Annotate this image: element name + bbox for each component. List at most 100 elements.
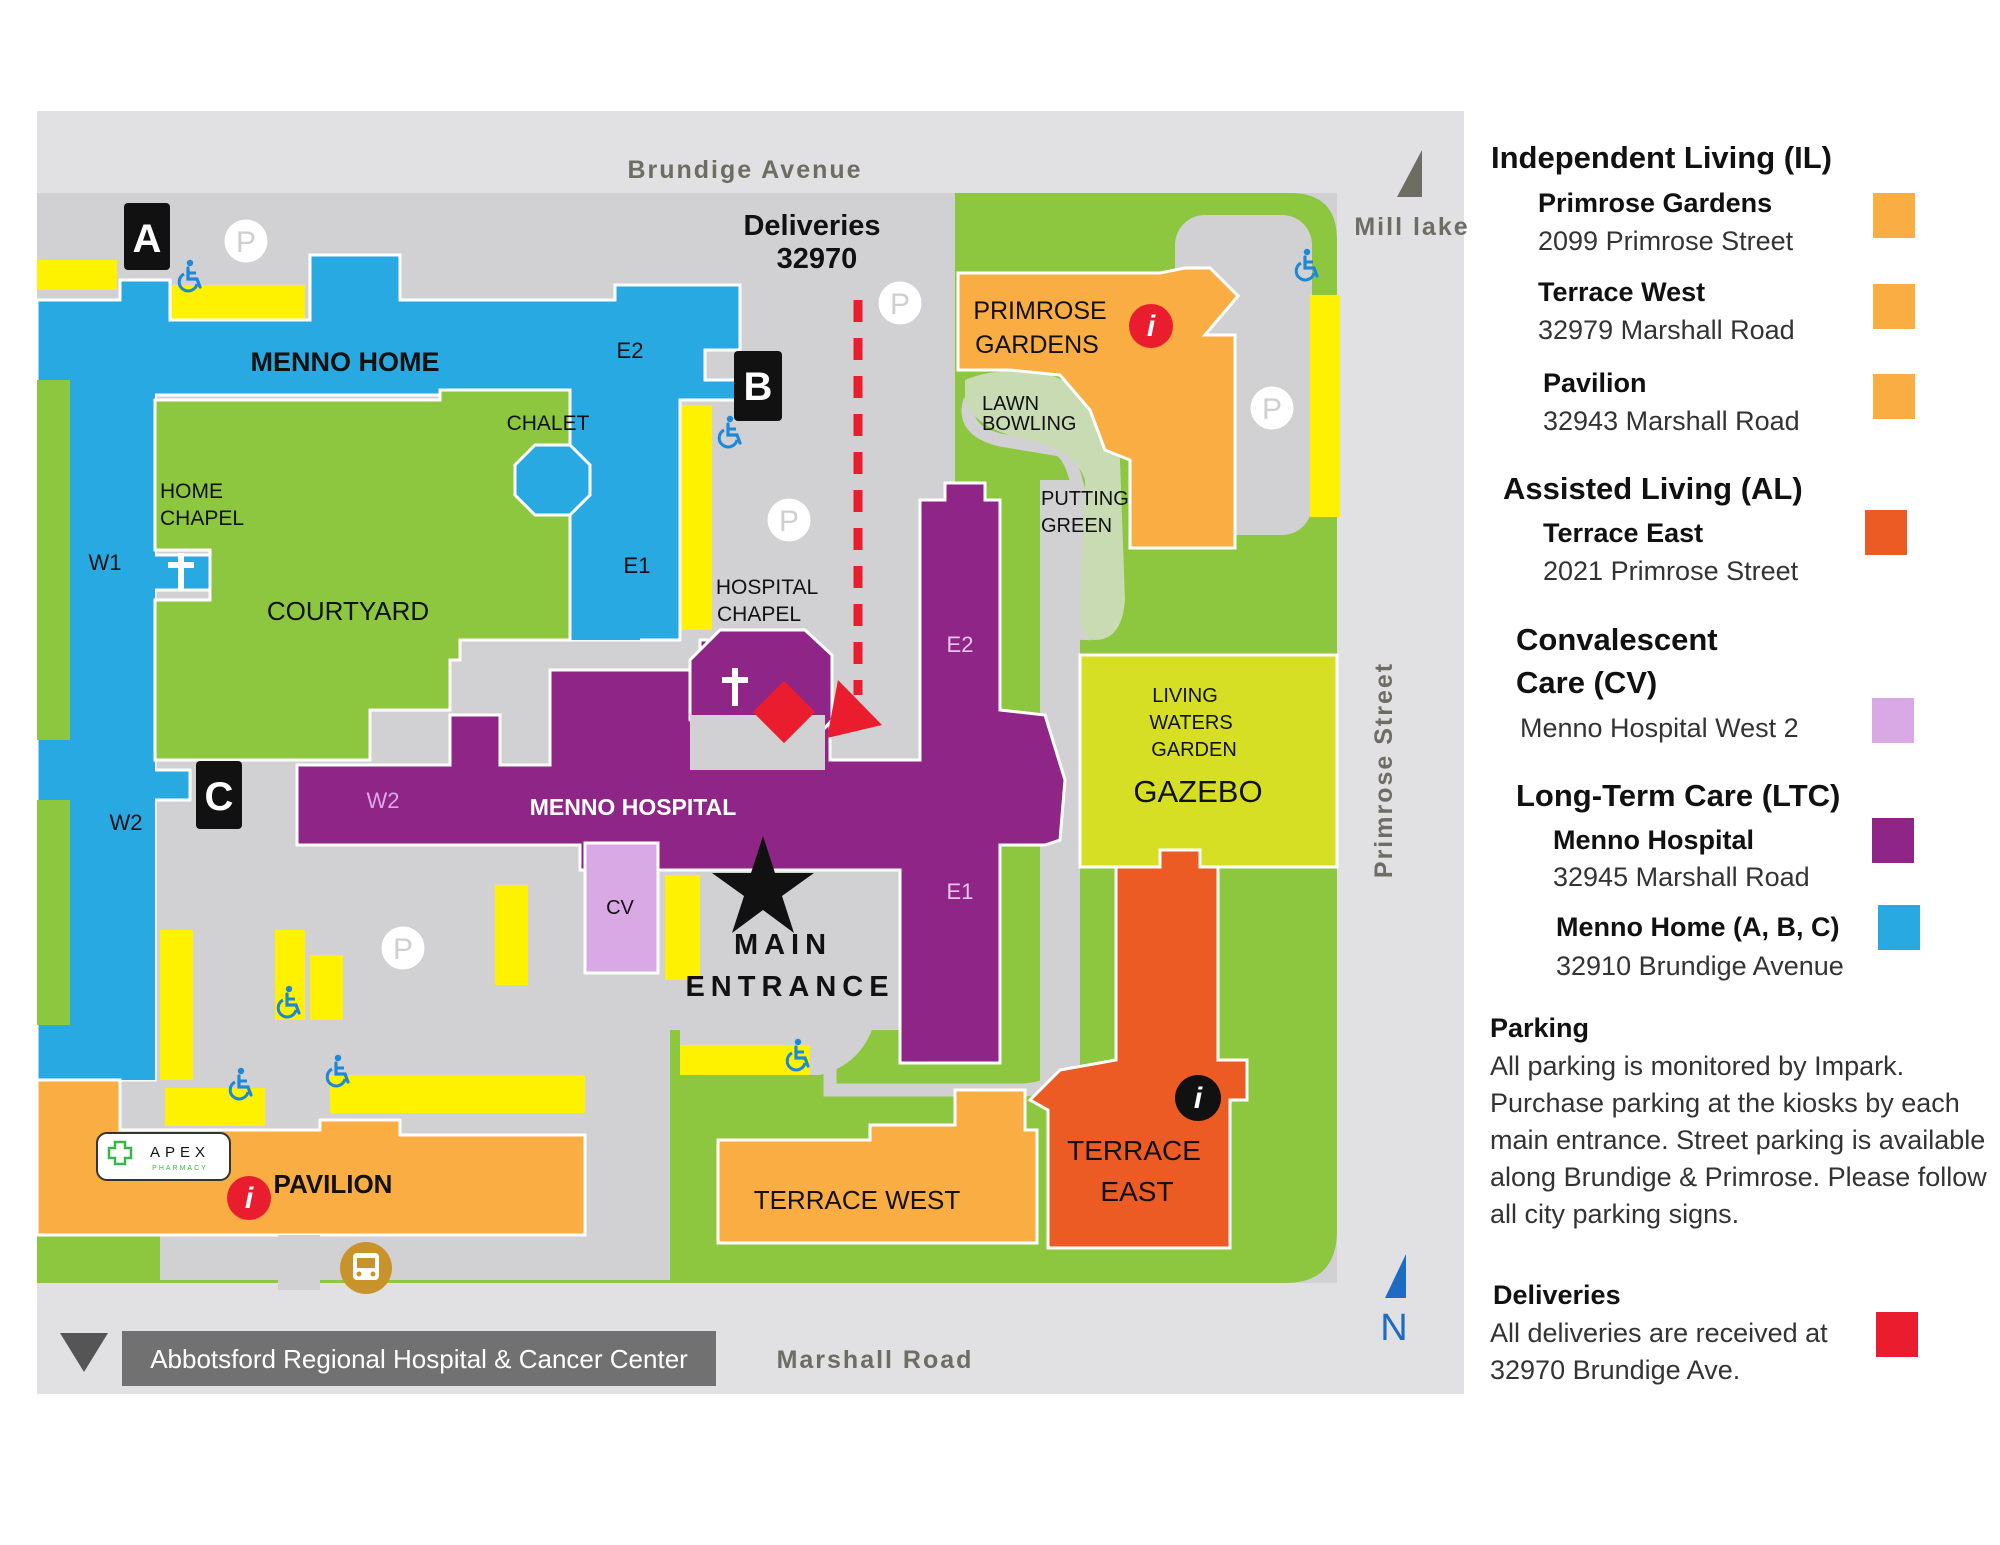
- terrace-west-building: [716, 1088, 1039, 1245]
- legend-ltc-name: Menno Hospital: [1553, 825, 1754, 855]
- legend-deliveries-title: Deliveries: [1493, 1280, 1621, 1310]
- terrace-east-building: [1027, 848, 1249, 1250]
- svg-text:B: B: [744, 365, 773, 409]
- legend-swatch-deliveries: [1876, 1312, 1918, 1357]
- legend-swatch-cv: [1872, 698, 1914, 743]
- legend-il-name: Primrose Gardens: [1538, 188, 1773, 218]
- legend-il-address: 32943 Marshall Road: [1543, 406, 1800, 436]
- entrance-c-marker[interactable]: C: [196, 761, 242, 829]
- label-primrose-2: GARDENS: [975, 331, 1099, 359]
- home-chapel-cross-icon: [168, 553, 194, 589]
- legend-parking-text: All parking is monitored by Impark. Purc…: [1490, 1051, 1987, 1229]
- label-w2-home: W2: [110, 810, 143, 835]
- menno-hospital-building: [295, 481, 1067, 1065]
- label-lawn-1: LAWN: [982, 393, 1039, 415]
- label-hospital-chapel-2: CHAPEL: [717, 603, 801, 626]
- pavilion-building: [35, 1078, 587, 1237]
- label-living-2: WATERS: [1149, 712, 1232, 734]
- hospital-link-banner[interactable]: Abbotsford Regional Hospital & Cancer Ce…: [122, 1331, 716, 1386]
- mill-lake-arrow-icon: [1397, 150, 1422, 197]
- label-courtyard: COURTYARD: [267, 596, 429, 626]
- legend-il-name: Pavilion: [1543, 368, 1647, 398]
- lawn-bowling-area: [965, 371, 1125, 640]
- label-e2-hospital: E2: [947, 632, 974, 657]
- deliveries-arrow-icon: [827, 680, 882, 738]
- north-arrow-icon: [1385, 1254, 1406, 1298]
- svg-text:i: i: [1147, 310, 1156, 343]
- svg-text:i: i: [1194, 1082, 1203, 1115]
- svg-text:Abbotsford Regional Hospital &: Abbotsford Regional Hospital & Cancer Ce…: [150, 1344, 688, 1374]
- svg-text:A: A: [133, 217, 162, 261]
- apex-pharmacy-logo: APEX PHARMACY: [96, 1132, 231, 1181]
- label-e1-home: E1: [624, 553, 651, 578]
- legend-ltc-address: 32945 Marshall Road: [1553, 862, 1810, 892]
- legend-swatch-il: [1873, 284, 1915, 329]
- pavilion-walkway: [278, 1235, 320, 1290]
- svg-text:P: P: [236, 226, 256, 259]
- label-cv: CV: [606, 897, 634, 919]
- label-w1: W1: [89, 550, 122, 575]
- entrance-b-marker[interactable]: B: [734, 351, 782, 421]
- legend-al-address: 2021 Primrose Street: [1543, 556, 1799, 586]
- label-terrace-west: TERRACE WEST: [754, 1185, 961, 1215]
- legend-swatch-al: [1865, 510, 1907, 555]
- label-putting-1: PUTTING: [1041, 488, 1129, 510]
- menno-home-w-wing: [70, 370, 155, 1080]
- info-icon[interactable]: i: [227, 1176, 271, 1220]
- svg-text:PHARMACY: PHARMACY: [152, 1165, 208, 1172]
- label-hospital-chapel-1: HOSPITAL: [716, 576, 818, 599]
- street-marshall: Marshall Road: [777, 1346, 974, 1374]
- bus-stop-icon: [340, 1242, 392, 1294]
- legend-swatch-il: [1873, 374, 1915, 419]
- legend-swatch-il: [1873, 193, 1915, 238]
- label-e1-hospital: E1: [947, 879, 974, 904]
- svg-text:P: P: [393, 933, 413, 966]
- parking-icon: P: [380, 925, 426, 971]
- label-main-2: ENTRANCE: [685, 971, 894, 1003]
- hospital-courtyard-gap: [690, 715, 825, 770]
- label-e2-home: E2: [617, 338, 644, 363]
- hospital-chapel-cross-icon: [722, 668, 748, 706]
- svg-text:P: P: [1262, 393, 1282, 426]
- legend-swatch-ltc-hospital: [1872, 818, 1914, 863]
- deliveries-dock-icon: [752, 680, 816, 744]
- street-primrose: Primrose Street: [1370, 662, 1398, 878]
- parking-icon: P: [877, 280, 923, 326]
- menno-home-west-strip: [37, 380, 72, 740]
- label-home-chapel-1: HOME: [160, 480, 223, 503]
- courtyard: [153, 388, 572, 762]
- legend-al-name: Terrace East: [1543, 518, 1704, 548]
- parking-icon: P: [1249, 385, 1295, 431]
- svg-text:C: C: [205, 775, 234, 819]
- convalescent-care-building: [583, 841, 660, 975]
- legend-ltc-name: Menno Home (A, B, C): [1556, 912, 1840, 942]
- legend-cv-title-1: Convalescent: [1516, 622, 1718, 657]
- info-icon[interactable]: i: [1129, 304, 1173, 348]
- living-waters-garden: [1078, 653, 1339, 869]
- label-lawn-2: BOWLING: [982, 413, 1076, 435]
- street-mill-lake: Mill lake: [1354, 213, 1469, 241]
- label-menno-hospital: MENNO HOSPITAL: [530, 794, 737, 820]
- info-icon[interactable]: i: [1175, 1075, 1221, 1121]
- svg-text:P: P: [890, 288, 910, 321]
- label-pavilion: PAVILION: [274, 1169, 393, 1199]
- label-w2-hospital: W2: [367, 788, 400, 813]
- legend-il-title: Independent Living (IL): [1491, 140, 1832, 175]
- label-terrace-east-2: EAST: [1100, 1176, 1173, 1207]
- street-brundige: Brundige Avenue: [627, 156, 862, 184]
- label-menno-home: MENNO HOME: [251, 347, 440, 377]
- chalet: [513, 443, 592, 517]
- svg-text:P: P: [779, 505, 799, 538]
- parking-icon: P: [223, 218, 269, 264]
- label-living-1: LIVING: [1152, 685, 1218, 707]
- pharmacy-cross-icon: [107, 1140, 133, 1166]
- legend-il-name: Terrace West: [1538, 277, 1706, 307]
- label-gazebo: GAZEBO: [1133, 774, 1262, 809]
- legend-cv-title-2: Care (CV): [1516, 665, 1658, 700]
- label-home-chapel-2: CHAPEL: [160, 507, 244, 530]
- entrance-a-marker[interactable]: A: [124, 203, 170, 270]
- legend-ltc-title: Long-Term Care (LTC): [1516, 778, 1841, 813]
- main-entrance-plaza: [680, 870, 880, 1075]
- north-label: N: [1380, 1307, 1407, 1349]
- legend-al-title: Assisted Living (AL): [1503, 471, 1803, 506]
